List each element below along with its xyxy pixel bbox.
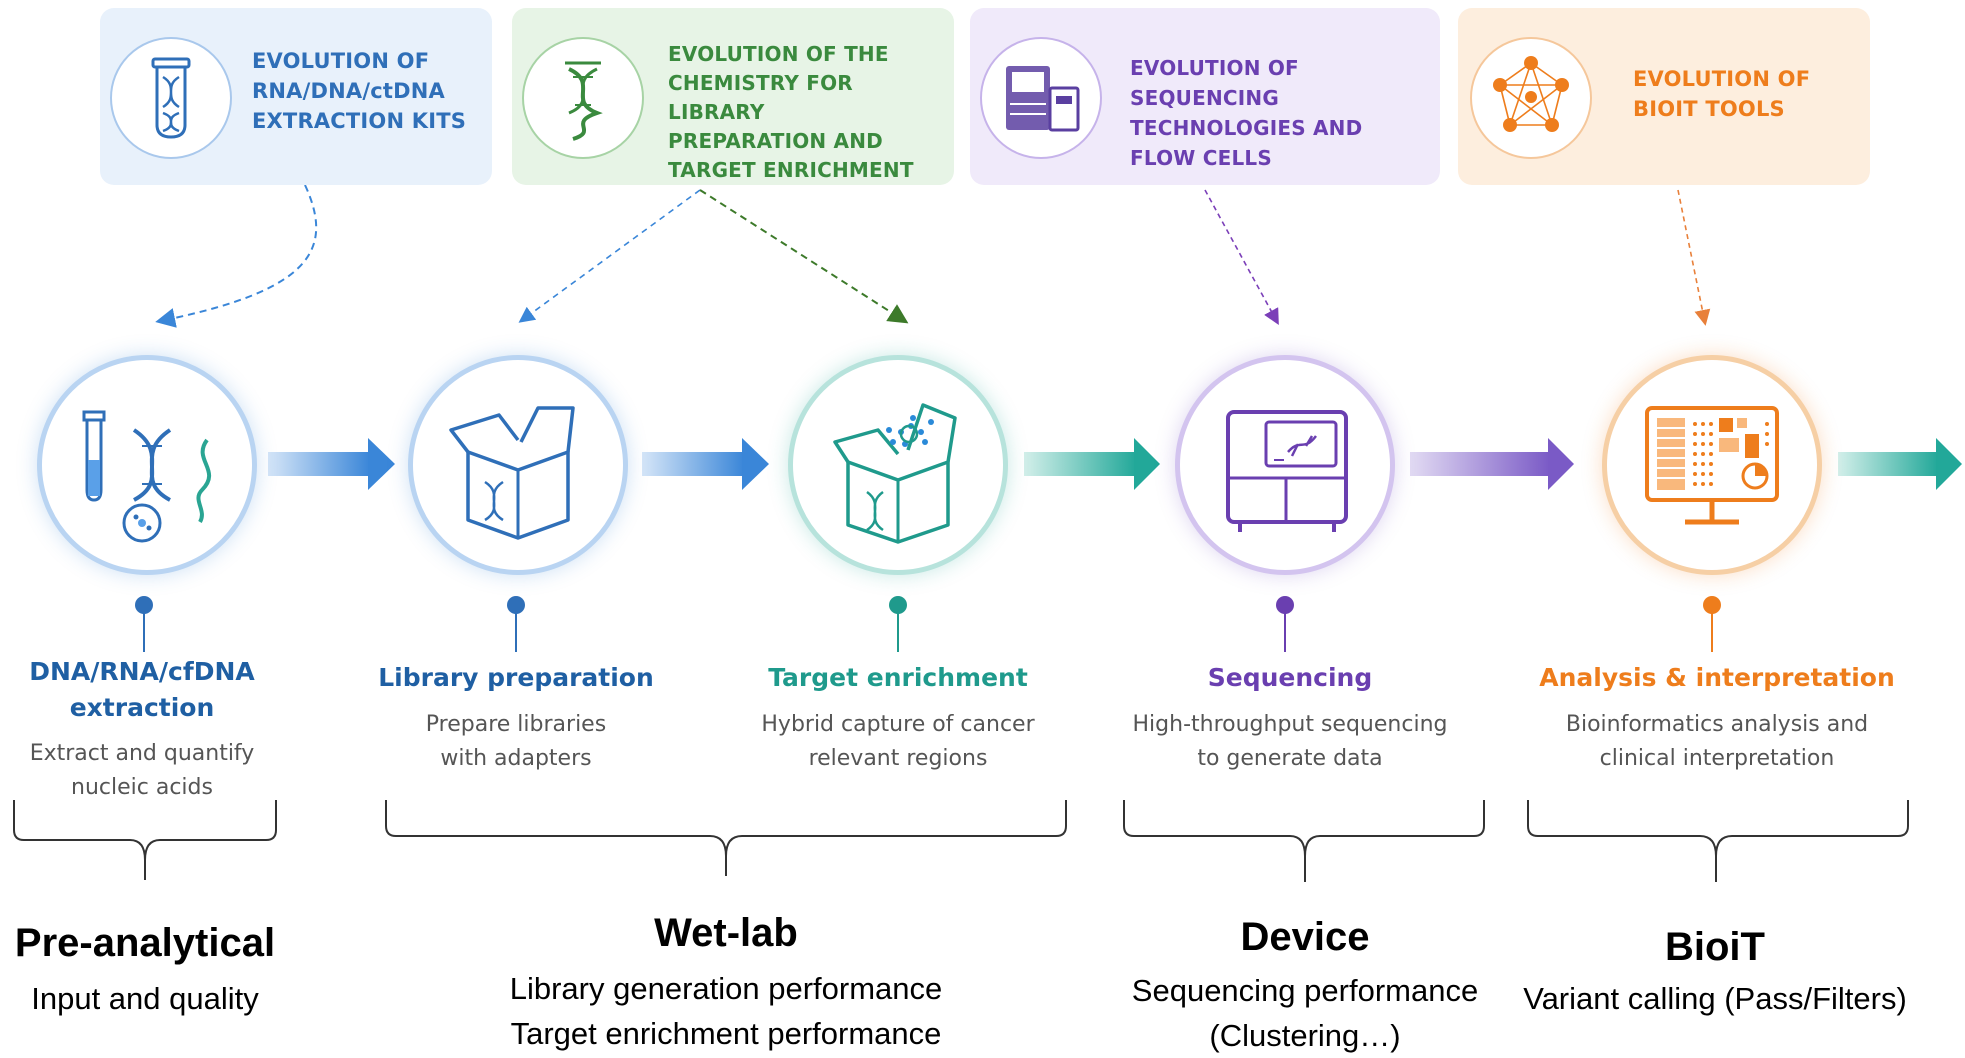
- pin-extraction: [135, 596, 153, 652]
- network-icon: [1470, 37, 1592, 159]
- flow-arrow-4: [1410, 438, 1574, 490]
- group-title-bioit: BioiT: [1665, 925, 1765, 969]
- brace-bioit: [1527, 800, 1909, 882]
- test-tube-dna-icon: [110, 37, 232, 159]
- dashed-connector-bioit: [1677, 189, 1711, 326]
- stage-desc-target: Hybrid capture of cancer relevant region…: [761, 712, 1035, 771]
- flow-arrow-1: [268, 438, 395, 490]
- brace-wet-lab: [385, 800, 1067, 876]
- flow-arrow-5: [1838, 438, 1962, 490]
- evolution-box-bioit: EVOLUTION OF BIOIT TOOLS: [1458, 8, 1870, 185]
- sequencer-icon: [1226, 410, 1348, 532]
- evolution-box-chemistry: EVOLUTION OF THE CHEMISTRY FOR LIBRARY P…: [512, 8, 954, 185]
- flow-arrow-2: [642, 438, 769, 490]
- group-title-pre-analytical: Pre-analytical: [14, 921, 276, 965]
- stage-title-analysis: Analysis & interpretation: [1539, 663, 1895, 692]
- dashed-connector-extraction: [155, 184, 318, 328]
- evolution-box-sequencing: EVOLUTION OF SEQUENCING TECHNOLOGIES AND…: [970, 8, 1440, 185]
- group-sub-wet-lab: Library generation performance Target en…: [509, 971, 943, 1051]
- stage-title-target: Target enrichment: [768, 663, 1028, 692]
- stage-title-extraction: DNA/RNA/cfDNA extraction: [29, 657, 255, 722]
- dashed-connector-library: [518, 189, 701, 323]
- stage-desc-sequencing: High-throughput sequencing to generate d…: [1132, 712, 1448, 771]
- pin-library: [507, 596, 525, 652]
- brace-device: [1123, 800, 1485, 882]
- extraction-icon: [82, 410, 212, 543]
- sequencer-icon: [980, 37, 1102, 159]
- evolution-box-extraction: EVOLUTION OF RNA/DNA/ctDNA EXTRACTION KI…: [100, 8, 492, 185]
- group-sub-device: Sequencing performance (Clustering…): [1131, 973, 1479, 1053]
- evolution-label-bioit: EVOLUTION OF BIOIT TOOLS: [1633, 67, 1811, 121]
- group-sub-pre-analytical: Input and quality: [31, 981, 259, 1016]
- stage-circle-extraction: [37, 355, 257, 575]
- pin-sequencing: [1276, 596, 1294, 652]
- stage-circle-target: [788, 355, 1008, 575]
- evolution-label-extraction: EVOLUTION OF RNA/DNA/ctDNA EXTRACTION KI…: [252, 49, 467, 133]
- evolution-label-chemistry: EVOLUTION OF THE CHEMISTRY FOR LIBRARY P…: [668, 42, 914, 182]
- dashed-connector-sequencing: [1204, 189, 1279, 326]
- pin-target: [889, 596, 907, 652]
- stage-desc-analysis: Bioinformatics analysis and clinical int…: [1565, 712, 1869, 771]
- stage-title-library: Library preparation: [378, 663, 654, 692]
- box-dna-icon: [449, 406, 575, 540]
- stage-desc-extraction: Extract and quantify nucleic acids: [29, 741, 255, 800]
- stage-title-sequencing: Sequencing: [1207, 663, 1373, 692]
- stage-desc-library: Prepare libraries with adapters: [425, 712, 607, 771]
- monitor-chart-icon: [1645, 406, 1779, 525]
- dashed-connector-target: [699, 189, 909, 324]
- dna-helix-icon: [522, 37, 644, 159]
- group-title-wet-lab: Wet-lab: [654, 911, 798, 955]
- flow-arrow-3: [1024, 438, 1160, 490]
- stage-circle-library: [408, 355, 628, 575]
- group-title-device: Device: [1240, 915, 1370, 959]
- group-sub-bioit: Variant calling (Pass/Filters): [1523, 981, 1907, 1016]
- brace-pre-analytical: [13, 800, 277, 880]
- pin-analysis: [1703, 596, 1721, 652]
- stage-circle-sequencing: [1175, 355, 1395, 575]
- box-capture-icon: [833, 403, 957, 544]
- evolution-label-sequencing: EVOLUTION OF SEQUENCING TECHNOLOGIES AND…: [1130, 56, 1363, 170]
- stage-circle-analysis: [1602, 355, 1822, 575]
